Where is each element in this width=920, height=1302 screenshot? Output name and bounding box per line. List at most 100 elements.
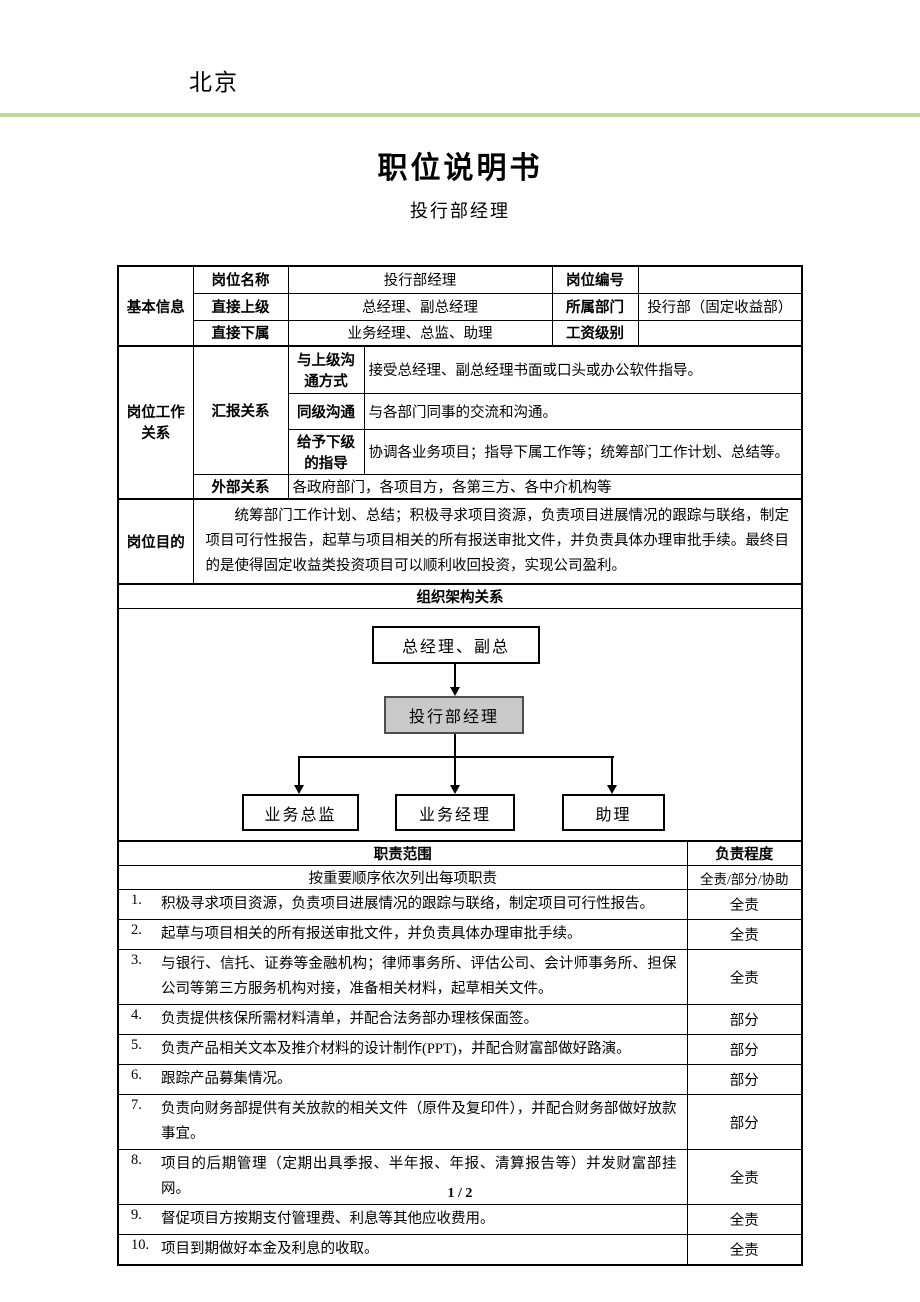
org-line-branch	[298, 756, 614, 759]
duty-number: 9.	[131, 1207, 142, 1223]
field-value-salary-grade	[637, 319, 803, 347]
duty-level: 部分	[686, 1094, 803, 1150]
label-peer-communication: 同级沟通	[287, 392, 365, 430]
field-label-subordinates: 直接下属	[192, 319, 289, 347]
field-value-direct-superior: 总经理、副总经理	[287, 292, 553, 321]
duties-header-row: 职责范围 负责程度	[117, 839, 803, 866]
arrow-down-icon	[450, 785, 460, 795]
duty-level: 全责	[686, 1204, 803, 1235]
work-relations-row-external: 外部关系 各政府部门，各项目方，各第三方、各中介机构等	[118, 473, 803, 499]
work-relations-row-2: 同级沟通 与各部门同事的交流和沟通。	[118, 392, 803, 430]
duty-text: 项目到期做好本金及利息的收取。	[161, 1241, 379, 1257]
duty-level: 全责	[686, 949, 803, 1005]
field-label-direct-superior: 直接上级	[192, 292, 289, 321]
duty-row: 8.项目的后期管理（定期出具季报、半年报、年报、清算报告等）并发财富部挂网。 全…	[117, 1149, 803, 1205]
field-label-position-code: 岗位编号	[551, 265, 639, 294]
duty-row: 10. 项目到期做好本金及利息的收取。 全责	[117, 1234, 803, 1266]
section-purpose-label: 岗位目的	[117, 497, 194, 584]
duties-subheader-right: 全责/部分/协助	[686, 865, 803, 890]
field-value-position-code	[637, 265, 803, 294]
duty-row: 2. 起草与项目相关的所有报送审批文件，并负责具体办理审批手续。 全责	[117, 919, 803, 950]
page-number: 1 / 2	[447, 1186, 473, 1201]
value-subordinate-guidance: 协调各业务项目；指导下属工作等；统筹部门工作计划、总结等。	[363, 428, 803, 475]
external-relations-label: 外部关系	[192, 473, 289, 499]
duties-subheader-row: 按重要顺序依次列出每项职责 全责/部分/协助	[117, 865, 803, 890]
org-line-drop-3	[611, 756, 613, 786]
duty-level: 全责	[686, 919, 803, 950]
document-title: 职位说明书	[377, 152, 543, 185]
arrow-down-icon	[607, 785, 617, 795]
org-box-business-director: 业务总监	[242, 794, 359, 832]
duty-level: 部分	[686, 1004, 803, 1035]
duty-cell: 6. 跟踪产品募集情况。	[117, 1064, 688, 1095]
duty-row: 6. 跟踪产品募集情况。 部分	[117, 1064, 803, 1095]
duty-row: 9.督促项目方按期支付管理费、利息等其他应收费用。 全责	[117, 1204, 803, 1235]
org-chart-row: 总经理、副总 投行部经理 业务总监 业务经理 助理	[117, 608, 803, 841]
duty-text: 起草与项目相关的所有报送审批文件，并负责具体办理审批手续。	[161, 926, 582, 942]
field-label-department: 所属部门	[551, 292, 639, 321]
field-label-salary-grade: 工资级别	[551, 319, 639, 347]
org-chart-header-row: 组织架构关系	[117, 582, 803, 609]
duties-header-right: 负责程度	[686, 839, 803, 866]
value-superior-communication: 接受总经理、副总经理书面或口头或办公软件指导。	[363, 345, 803, 394]
duties-subheader-left: 按重要顺序依次列出每项职责	[117, 865, 688, 890]
duty-text: 积极寻求项目资源，负责项目进展情况的跟踪与联络，制定项目可行性报告。	[161, 896, 654, 912]
duty-cell: 4. 负责提供核保所需材料清单，并配合法务部办理核保面签。	[117, 1004, 688, 1035]
duty-number: 7.	[131, 1097, 142, 1113]
duty-number: 4.	[131, 1007, 142, 1023]
duty-row: 7. 负责向财务部提供有关放款的相关文件（原件及复印件），并配合财务部做好放款事宜…	[117, 1094, 803, 1150]
duty-level: 部分	[686, 1034, 803, 1065]
duty-cell: 9.督促项目方按期支付管理费、利息等其他应收费用。	[117, 1204, 688, 1235]
field-label-position-name: 岗位名称	[192, 265, 289, 294]
duty-text: 负责产品相关文本及推介材料的设计制作(PPT)，并配合财富部做好路演。	[161, 1041, 631, 1057]
duty-text: 负责向财务部提供有关放款的相关文件（原件及复印件），并配合财务部做好放款事宜。	[161, 1101, 677, 1142]
duty-level: 全责	[686, 889, 803, 920]
org-chart-cell: 总经理、副总 投行部经理 业务总监 业务经理 助理	[117, 608, 803, 841]
org-line-drop-2	[454, 756, 456, 786]
field-value-subordinates: 业务经理、总监、助理	[287, 319, 553, 347]
duty-number: 1.	[131, 892, 142, 908]
duty-cell: 3.与银行、信托、证券等金融机构；律师事务所、评估公司、会计师事务所、担保公司等…	[117, 949, 688, 1005]
duty-row: 4. 负责提供核保所需材料清单，并配合法务部办理核保面签。 部分	[117, 1004, 803, 1035]
section-org-chart-label: 组织架构关系	[117, 582, 803, 609]
duty-number: 6.	[131, 1067, 142, 1083]
org-box-ib-manager: 投行部经理	[384, 696, 524, 735]
org-line-top	[454, 664, 456, 688]
value-peer-communication: 与各部门同事的交流和沟通。	[363, 392, 803, 430]
field-value-position-name: 投行部经理	[287, 265, 553, 294]
label-subordinate-guidance: 给予下级的指导	[287, 428, 365, 475]
duty-text: 跟踪产品募集情况。	[161, 1071, 292, 1087]
duty-number: 3.	[131, 952, 142, 968]
duty-level: 全责	[686, 1234, 803, 1266]
basic-info-row-1: 基本信息 岗位名称 投行部经理 岗位编号	[117, 265, 803, 347]
org-line-stem	[454, 734, 456, 757]
purpose-row: 岗位目的 统筹部门工作计划、总结；积极寻求项目资源，负责项目进展情况的跟踪与联络…	[117, 497, 803, 584]
company-name: 北京	[189, 70, 239, 95]
arrow-down-icon	[294, 785, 304, 795]
duty-row: 5. 负责产品相关文本及推介材料的设计制作(PPT)，并配合财富部做好路演。 部分	[117, 1034, 803, 1065]
basic-info-row-3: 直接下属 业务经理、总监、助理 工资级别	[118, 319, 803, 347]
duties-header-left: 职责范围	[117, 839, 688, 866]
org-chart: 总经理、副总 投行部经理 业务总监 业务经理 助理	[119, 610, 801, 840]
header-divider-line	[0, 113, 920, 117]
org-line-drop-1	[298, 756, 300, 786]
duty-cell: 5. 负责产品相关文本及推介材料的设计制作(PPT)，并配合财富部做好路演。	[117, 1034, 688, 1065]
duty-level: 部分	[686, 1064, 803, 1095]
duty-number: 10.	[131, 1237, 150, 1253]
duty-text: 项目的后期管理（定期出具季报、半年报、年报、清算报告等）并发财富部挂网。	[161, 1156, 677, 1197]
duty-text: 负责提供核保所需材料清单，并配合法务部办理核保面签。	[161, 1011, 538, 1027]
purpose-cell: 统筹部门工作计划、总结；积极寻求项目资源，负责项目进展情况的跟踪与联络，制定项目…	[192, 497, 803, 584]
arrow-down-icon	[450, 687, 460, 697]
duty-number: 2.	[131, 922, 142, 938]
org-box-general-manager: 总经理、副总	[372, 626, 540, 665]
label-superior-communication: 与上级沟通方式	[287, 345, 365, 394]
purpose-text: 统筹部门工作计划、总结；积极寻求项目资源，负责项目进展情况的跟踪与联络，制定项目…	[205, 507, 790, 574]
job-description-table: 基本信息 岗位名称 投行部经理 岗位编号 直接上级 总经理、副总经理 所属部门 …	[117, 265, 803, 1266]
basic-info-row-2: 直接上级 总经理、副总经理 所属部门 投行部（固定收益部）	[118, 292, 803, 321]
duty-row: 3.与银行、信托、证券等金融机构；律师事务所、评估公司、会计师事务所、担保公司等…	[117, 949, 803, 1005]
duty-level: 全责	[686, 1149, 803, 1205]
section-work-relations-label: 岗位工作关系	[117, 345, 194, 499]
document-subtitle: 投行部经理	[410, 201, 510, 221]
org-box-assistant: 助理	[562, 794, 665, 832]
duty-number: 5.	[131, 1037, 142, 1053]
